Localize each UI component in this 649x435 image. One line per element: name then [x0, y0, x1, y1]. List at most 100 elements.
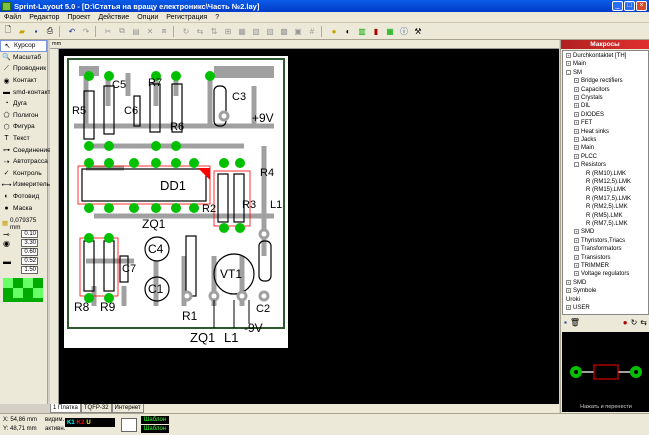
tree-node[interactable]: +FET	[574, 120, 592, 126]
tool-measure[interactable]: ⟷Измеритель	[0, 179, 50, 191]
expand-icon[interactable]: +	[574, 237, 579, 243]
expand-icon[interactable]: +	[574, 246, 579, 252]
tool-photoview[interactable]: ◐Фотовид	[0, 191, 47, 203]
pad-outer-field[interactable]: 3.30	[21, 239, 38, 248]
tool-figure[interactable]: ⬡Фигура	[0, 121, 47, 133]
tree-node[interactable]: R (RM2,5).LMK	[582, 204, 628, 210]
collapse-icon[interactable]: -	[566, 69, 571, 75]
delete-icon[interactable]: ✕	[146, 26, 154, 36]
grid-size[interactable]: ▦ 0,079375 mm	[0, 217, 47, 231]
tab-board-1[interactable]: 1 Платка	[50, 404, 81, 413]
info-icon[interactable]: ⓘ	[400, 26, 408, 36]
print-icon[interactable]: ⎙	[46, 26, 54, 35]
tree-node[interactable]: R (RM7,5).LMK	[582, 221, 628, 227]
expand-icon[interactable]: +	[574, 78, 579, 84]
align-icon[interactable]: ⊞	[224, 26, 232, 36]
expand-icon[interactable]: +	[574, 229, 579, 235]
grid-icon[interactable]: #	[309, 26, 315, 36]
redo-icon[interactable]: ↷	[82, 26, 90, 36]
tool-autoroute[interactable]: ⇢Автотрасса	[0, 156, 48, 168]
tree-node[interactable]: +SMD	[566, 279, 586, 286]
layer-k2[interactable]: K2	[76, 419, 85, 426]
tree-node[interactable]: -SM	[566, 69, 582, 76]
tool-track[interactable]: ⟋Проводник	[0, 63, 47, 75]
expand-icon[interactable]: +	[574, 128, 579, 134]
tree-node[interactable]: R (RM15).LMK	[582, 187, 626, 193]
lock-icon[interactable]: ▣	[294, 26, 302, 36]
expand-icon[interactable]: +	[566, 288, 571, 294]
tool-check[interactable]: ✓Контроль	[0, 168, 47, 180]
duplicate-icon[interactable]: ⧈	[161, 26, 167, 35]
expand-icon[interactable]: +	[574, 271, 579, 277]
tree-node[interactable]: +Symbole	[566, 288, 596, 294]
tree-node[interactable]: -Resistors	[574, 162, 606, 168]
smd-width-field[interactable]: 0.52	[21, 257, 38, 266]
tool-pad[interactable]: ◉Контакт	[0, 75, 47, 87]
ratsnest-icon[interactable]	[121, 418, 137, 432]
minimize-button[interactable]: _	[612, 1, 623, 11]
tool-arc[interactable]: ◔Дуга	[0, 98, 47, 110]
layer-k1[interactable]: K1	[67, 419, 75, 426]
expand-icon[interactable]: +	[574, 120, 579, 126]
tree-node[interactable]: +Jacks	[574, 137, 596, 143]
zoom-icon[interactable]: ●	[331, 26, 337, 36]
tree-node[interactable]: R (RM17,5).LMK	[582, 196, 631, 202]
tree-node[interactable]: +Transistors	[574, 254, 610, 261]
tree-node[interactable]: Uroki	[566, 297, 580, 303]
paste-icon[interactable]: ▤	[132, 26, 140, 36]
delete-macro-icon[interactable]: 🗑	[569, 318, 580, 327]
tree-node[interactable]: +Main	[574, 145, 594, 151]
tool-smd-pad[interactable]: ▬smd-контакт	[0, 86, 51, 98]
tool-cursor[interactable]: ↖Курсор	[0, 40, 47, 52]
component-icon[interactable]: ▮	[373, 26, 379, 36]
pcb-canvas[interactable]: C5 R7 R5 C6 R6 C3 +9V DD1 R4 R2 R3 L1 ZQ…	[59, 49, 559, 404]
collapse-icon[interactable]: -	[574, 162, 579, 168]
expand-icon[interactable]: +	[574, 137, 579, 142]
ungroup-icon[interactable]: ▧	[252, 26, 260, 36]
menu-action[interactable]: Действие	[98, 13, 130, 21]
undo-icon[interactable]: ↶	[68, 26, 76, 36]
expand-icon[interactable]: +	[574, 111, 579, 117]
tree-node[interactable]: +DIODES	[574, 111, 604, 118]
tree-node[interactable]: +Main	[566, 61, 586, 67]
expand-icon[interactable]: +	[566, 61, 571, 67]
cut-icon[interactable]: ✂	[104, 26, 112, 36]
menu-registration[interactable]: Регистрация	[166, 13, 208, 21]
layer-color-preview[interactable]	[3, 278, 43, 302]
tab-tqfp-32[interactable]: TQFP-32	[80, 404, 112, 413]
expand-icon[interactable]: +	[574, 145, 579, 151]
template-button-2[interactable]: Шаблон	[141, 425, 169, 433]
expand-icon[interactable]: +	[574, 95, 579, 100]
menu-file[interactable]: Файл	[4, 13, 22, 21]
save-icon[interactable]: ▪	[34, 26, 38, 36]
group-icon[interactable]: ▦	[238, 26, 246, 36]
mirror-h-icon[interactable]: ⇆	[196, 26, 204, 36]
expand-icon[interactable]: +	[566, 305, 571, 310]
copy-icon[interactable]: ⧉	[119, 26, 125, 35]
tree-node[interactable]: +TRIMMER	[574, 263, 609, 269]
close-button[interactable]: ×	[636, 1, 647, 11]
tree-node[interactable]: R (RM12,5).LMK	[582, 179, 631, 185]
macro-preview[interactable]: Нажать и перенести	[562, 332, 649, 412]
tree-node[interactable]: +Transformators	[574, 246, 621, 252]
tool-connection[interactable]: ⊶Соединение	[0, 144, 51, 156]
mirror-macro-icon[interactable]: ⇆	[640, 318, 647, 327]
mirror-v-icon[interactable]: ⇅	[210, 26, 218, 36]
tree-node[interactable]: +Crystals	[574, 95, 603, 101]
layer-back-icon[interactable]: ▩	[280, 26, 288, 36]
menu-options[interactable]: Опции	[137, 13, 159, 21]
template-button-1[interactable]: Шаблон	[141, 416, 169, 424]
tree-node[interactable]: +Heat sinks	[574, 128, 609, 135]
expand-icon[interactable]: +	[574, 103, 579, 109]
tree-node[interactable]: +Voltage regulators	[574, 271, 629, 277]
tool-zoom[interactable]: 🔍Масштаб	[0, 52, 47, 64]
pad-inner-field[interactable]: 0.60	[21, 248, 38, 257]
tree-node[interactable]: +Capacitors	[574, 86, 610, 93]
menu-help[interactable]: ?	[215, 13, 220, 21]
scanner-icon[interactable]: ▦	[386, 26, 394, 36]
tool-polygon[interactable]: ⬠Полигон	[0, 110, 47, 122]
tree-node[interactable]: +Thyristors,Triacs	[574, 237, 625, 244]
tree-node[interactable]: +Durchkontaktet [TH]	[566, 53, 626, 59]
new-file-icon[interactable]: 🗋	[4, 25, 12, 34]
